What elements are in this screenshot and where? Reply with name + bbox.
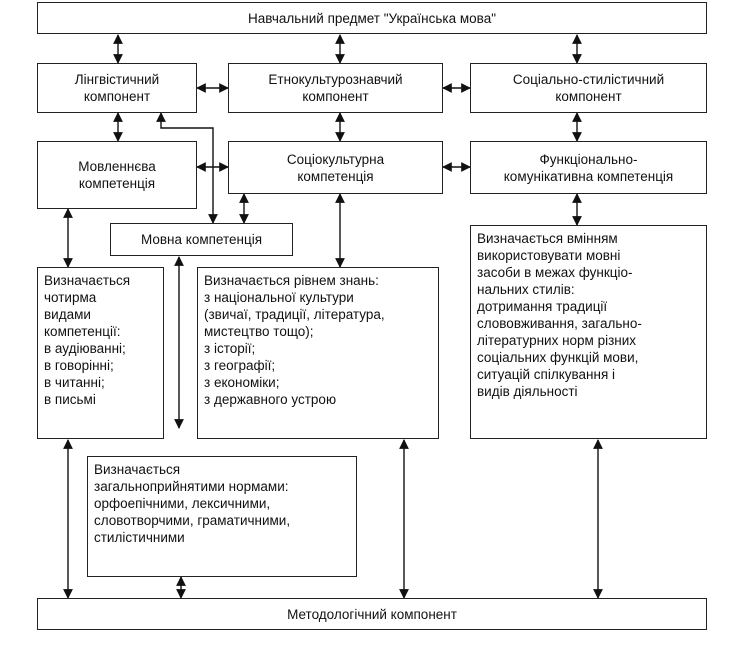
arrow-linguistic-language [156,112,218,224]
speech-desc-line: в аудіюванні; [44,341,126,356]
functional-desc-line: літературних норм різних [477,333,637,348]
functional-desc-line: слововживання, загально- [477,316,642,331]
language-competence-label: Мовна компетенція [140,232,263,247]
linguistic-component-line1: Лінгвістичний [74,72,160,87]
speech-competence-line1: Мовленнєва [78,159,156,174]
sociocultural-competence-box: Соціокультурна компетенція [228,141,443,194]
socio-desc-line: з національної культури [204,290,354,305]
functional-competence-line2: комунікативна компетенція [503,168,674,184]
methodological-component-box: Методологічний компонент [37,598,707,630]
speech-desc-line: в письмі [44,392,96,407]
socio-desc-line: (звичаї, традиції, література, [204,307,385,322]
functional-desc-line: нальних стилів: [477,282,575,297]
language-competence-box: Мовна компетенція [110,223,293,256]
functional-desc-line: використовувати мовні [477,248,621,263]
socio-desc-line: з географії; [204,358,276,373]
methodological-component-label: Методологічний компонент [287,606,457,622]
speech-desc-line: в читанні; [44,375,105,390]
language-desc-line: Визначається [94,462,181,477]
subject-box: Навчальний предмет "Українська мова" [37,2,707,34]
functional-desc-line: ситуацій спілкування і [477,367,615,382]
socio-desc-line: з економіки; [204,375,280,390]
ethnocultural-component-line1: Етнокультурознавчий [268,72,403,87]
language-description-box: Визначається загальноприйнятими нормами:… [87,456,357,577]
language-desc-line: стилістичними [94,530,185,545]
functional-competence-box: Функціонально- комунікативна компетенція [470,141,707,194]
speech-competence-line2: компетенція [78,176,156,191]
functional-desc-line: видів діяльності [477,384,578,399]
language-desc-line: словотворчими, граматичними, [94,513,291,528]
language-desc-line: загальноприйнятими нормами: [94,479,289,494]
functional-desc-line: засоби в межах функціо- [477,265,633,280]
speech-description-box: Визначається чотирма видами компетенції:… [37,267,164,439]
functional-competence-line1: Функціонально- [539,151,638,167]
ethnocultural-component-box: Етнокультурознавчий компонент [228,63,443,113]
linguistic-component-line2: компонент [83,89,151,104]
socio-desc-line: Визначається рівнем знань: [204,273,379,288]
language-desc-line: орфоепічними, лексичними, [94,496,271,511]
speech-desc-line: компетенції: [44,324,121,339]
social-stylistic-component-line1: Соціально-стилістичний [512,72,665,87]
speech-desc-line: видами [44,307,91,322]
linguistic-component-box: Лінгвістичний компонент [37,63,197,113]
functional-description-box: Визначається вмінням використовувати мов… [470,225,707,439]
speech-competence-box: Мовленнєва компетенція [37,141,197,209]
sociocultural-description-box: Визначається рівнем знань: з національно… [197,267,439,439]
socio-desc-line: мистецтво тощо); [204,324,314,339]
sociocultural-competence-line2: компетенція [297,168,374,184]
functional-desc-line: дотримання традиції [477,299,608,314]
sociocultural-competence-line1: Соціокультурна [286,151,385,167]
functional-desc-line: соціальних функцій мови, [477,350,639,365]
speech-desc-line: в говорінні; [44,358,114,373]
social-stylistic-component-box: Соціально-стилістичний компонент [470,63,707,113]
socio-desc-line: з державного устрою [204,392,337,407]
socio-desc-line: з історії; [204,341,256,356]
ethnocultural-component-line2: компонент [302,89,369,104]
social-stylistic-component-line2: компонент [555,89,622,104]
speech-desc-line: Визначається [44,273,131,288]
speech-desc-line: чотирма [44,290,97,305]
subject-label: Навчальний предмет "Українська мова" [248,10,496,26]
functional-desc-line: Визначається вмінням [477,231,618,246]
